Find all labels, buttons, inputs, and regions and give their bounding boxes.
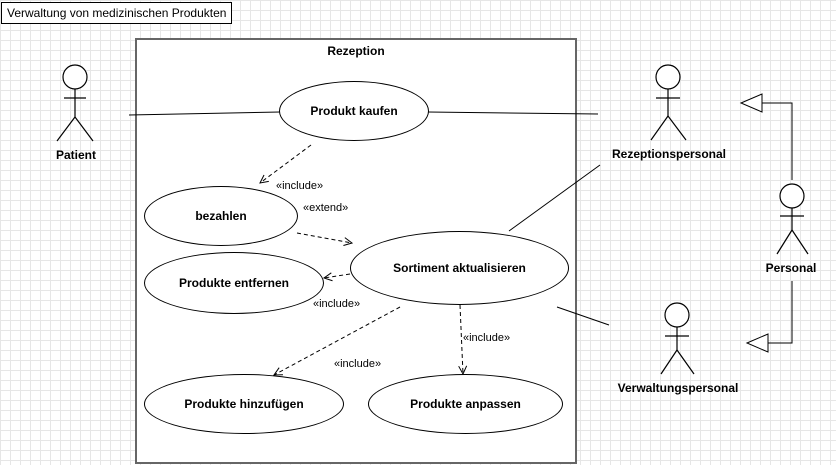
- actor-personal-icon: [776, 183, 809, 255]
- actor-patient-icon: [56, 64, 94, 142]
- actor-personal-label[interactable]: Personal: [765, 261, 817, 275]
- generalization-rezeptionspersonal: [762, 102, 793, 180]
- generalization-arrowhead-bottom: [745, 333, 769, 353]
- include-arrow-bezahlen: [260, 144, 312, 183]
- use-case-bezahlen[interactable]: bezahlen: [144, 186, 298, 246]
- association-patient-kaufen: [128, 111, 281, 116]
- use-case-produkte-anpassen[interactable]: Produkte anpassen: [368, 374, 563, 434]
- generalization-verwaltungspersonal: [768, 281, 793, 344]
- association-sortiment-verwaltungspersonal: [556, 306, 610, 326]
- actor-verwaltungspersonal-label[interactable]: Verwaltungspersonal: [617, 381, 739, 395]
- use-case-produkte-entfernen[interactable]: Produkte entfernen: [144, 252, 324, 314]
- use-case-produkte-hinzufuegen[interactable]: Produkte hinzufügen: [144, 374, 344, 434]
- stereotype-include-entfernen: «include»: [313, 298, 361, 310]
- system-boundary-label: Rezeption: [327, 44, 385, 58]
- diagram-title: Verwaltung von medizinischen Produkten: [1, 2, 233, 24]
- stereotype-include-anpassen: «include»: [463, 332, 511, 344]
- stereotype-include-bezahlen: «include»: [276, 180, 324, 192]
- actor-rezeptionspersonal-label[interactable]: Rezeptionspersonal: [611, 147, 727, 161]
- extend-arrow: [296, 232, 352, 243]
- include-arrow-entfernen: [324, 274, 351, 278]
- use-case-sortiment-aktualisieren[interactable]: Sortiment aktualisieren: [350, 231, 569, 305]
- actor-rezeptionspersonal-icon: [650, 64, 687, 141]
- include-arrow-anpassen: [460, 304, 463, 374]
- stereotype-extend: «extend»: [303, 202, 349, 214]
- association-rezeptionspersonal-sortiment: [508, 164, 601, 232]
- association-kaufen-rezeptionspersonal: [427, 111, 599, 115]
- actor-verwaltungspersonal-icon: [660, 302, 695, 375]
- include-arrow-hinzufuegen: [274, 306, 401, 375]
- use-case-produkt-kaufen[interactable]: Produkt kaufen: [279, 81, 429, 141]
- actor-patient-label[interactable]: Patient: [55, 148, 97, 162]
- stereotype-include-hinzufuegen: «include»: [334, 358, 382, 370]
- generalization-arrowhead-top: [739, 93, 763, 113]
